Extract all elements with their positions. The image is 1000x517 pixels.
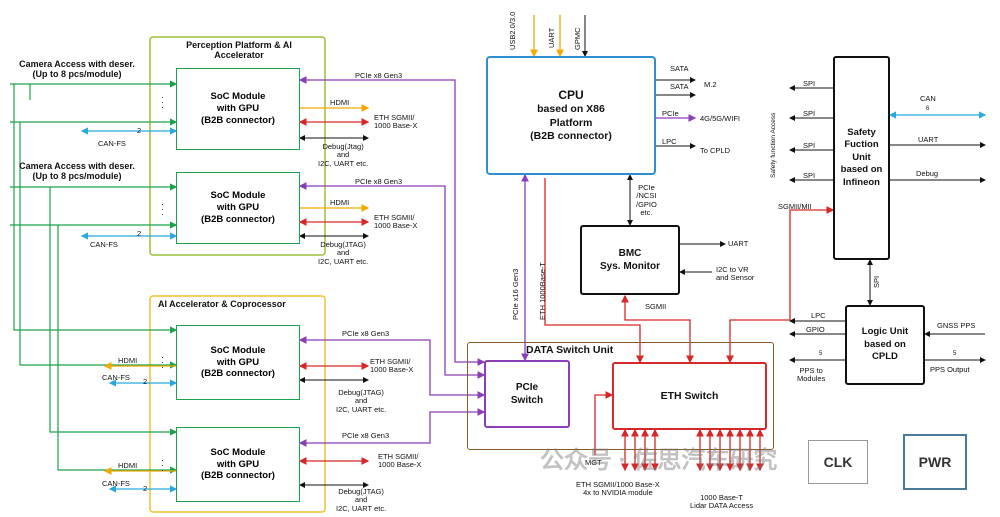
cpu-block: CPU based on X86 Platform (B2B connector… <box>486 56 656 175</box>
pps-output-label: PPS Output <box>930 365 970 374</box>
safety-access-label: Safety function Access <box>770 112 777 178</box>
group-title-ai-accelerator: AI Accelerator & Coprocessor <box>158 299 286 309</box>
uart-label: UART <box>918 135 939 144</box>
pcie-x8-label: PCIe x8 Gen3 <box>342 329 390 338</box>
can-fs-label: CAN-FS <box>102 373 130 382</box>
sata-label: SATA <box>670 64 689 73</box>
logic-gpio-label: GPIO <box>806 325 825 334</box>
pcie-x8-label: PCIe x8 Gen3 <box>342 431 390 440</box>
watermark-text: 公众号 · 佐思汽车研究 <box>540 447 778 474</box>
eth-label: ETH SGMII/1000 Base-X <box>374 213 418 231</box>
hdmi-label: HDMI <box>330 98 350 107</box>
logic-lpc-label: LPC <box>811 311 826 320</box>
hdmi-label: HDMI <box>330 198 350 207</box>
eth-label: ETH SGMII/1000 Base-X <box>370 357 414 375</box>
sata-label: SATA <box>670 82 689 91</box>
camera-access-label-top: Camera Access with deser.(Up to 8 pcs/mo… <box>19 59 135 79</box>
can-count-label: 2 <box>143 377 148 386</box>
camera-access-label-mid: Camera Access with deser.(Up to 8 pcs/mo… <box>19 161 135 181</box>
clk-block: CLK <box>808 440 868 484</box>
pps-count-label: 5 <box>953 351 957 357</box>
pps-count-label: 5 <box>819 351 823 357</box>
usb-label: USB2.0/3.0 <box>508 11 517 50</box>
pcie-x16-label: PCIe x16 Gen3 <box>511 268 520 320</box>
debug-label: Debug <box>916 169 939 178</box>
spi-label: SPI <box>803 171 816 180</box>
sgmii-mii-label: SGMII/MII <box>778 202 812 211</box>
can-fs-label: CAN-FS <box>102 479 130 488</box>
pcie-x8-label: PCIe x8 Gen3 <box>355 71 403 80</box>
bmc-sgmii-label: SGMII <box>645 302 667 311</box>
group-title-perception: Perception Platform & AI Accelerator <box>186 40 292 60</box>
to-cpld-label: To CPLD <box>700 146 731 155</box>
ellipsis-dots: ··· <box>161 455 164 475</box>
spi-label: SPI <box>803 141 816 150</box>
pcie-label: PCIe <box>662 109 679 118</box>
spi-label: SPI <box>803 79 816 88</box>
eth-switch: ETH Switch <box>612 362 767 430</box>
ellipsis-dots: ··· <box>161 199 164 219</box>
can-count-label: 2 <box>137 229 142 238</box>
m2-label: M.2 <box>704 80 717 89</box>
data-switch-unit <box>467 342 774 450</box>
pwr-block: PWR <box>903 434 967 490</box>
gpmc-label: GPMC <box>573 27 582 51</box>
lpc-label: LPC <box>662 137 677 146</box>
eth-label: ETH SGMII/1000 Base-X <box>378 452 422 470</box>
hdmi-label: HDMI <box>118 356 138 365</box>
eth-1000base-t-label: ETH 1000Base-T <box>538 262 547 320</box>
hdmi-label: HDMI <box>118 461 138 470</box>
eth-label: ETH SGMII/1000 Base-X <box>374 113 418 131</box>
can-label: CAN <box>920 94 936 103</box>
can-count-label: 6 <box>926 106 930 112</box>
data-switch-title: DATA Switch Unit <box>526 344 614 356</box>
mgt-label: MGT <box>585 458 602 467</box>
wifi-label: 4G/5G/WIFI <box>700 114 741 123</box>
ellipsis-dots: ··· <box>161 352 164 372</box>
can-count-label: 2 <box>143 484 148 493</box>
can-fs-label: CAN-FS <box>90 240 118 249</box>
ellipsis-dots: ··· <box>161 92 164 112</box>
logic-spi-label: SPI <box>872 275 881 288</box>
pcie-x8-label: PCIe x8 Gen3 <box>355 177 403 186</box>
can-fs-label: CAN-FS <box>98 139 126 148</box>
spi-label: SPI <box>803 109 816 118</box>
gnss-pps-label: GNSS PPS <box>937 321 976 330</box>
can-count-label: 2 <box>137 126 142 135</box>
uart-label: UART <box>547 27 556 48</box>
bmc-uart-label: UART <box>728 239 749 248</box>
